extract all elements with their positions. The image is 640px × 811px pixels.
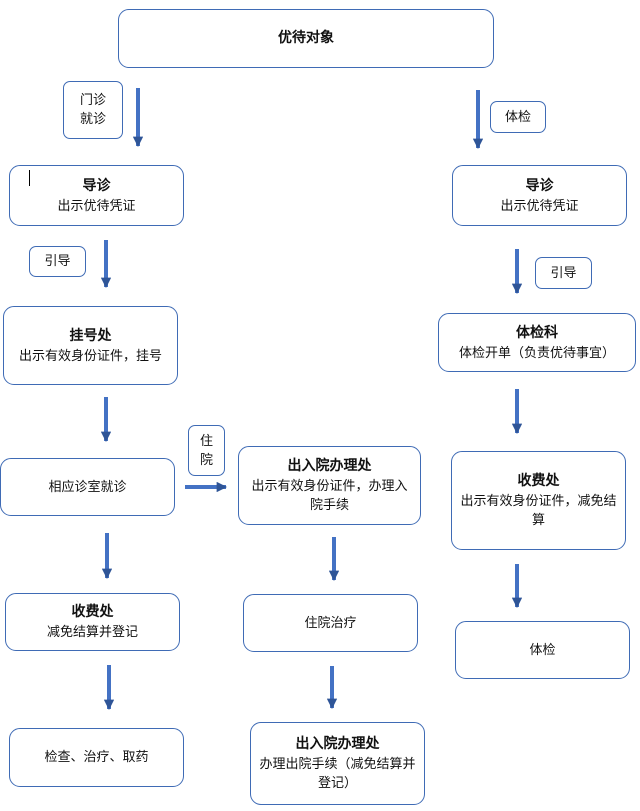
node-text: 出示优待凭证 bbox=[57, 198, 136, 214]
node-registration: 挂号处 出示有效身份证件，挂号 bbox=[3, 306, 178, 385]
node-inpatient: 住院治疗 bbox=[243, 594, 418, 652]
node-title: 优待对象 bbox=[278, 30, 334, 46]
node-text: 办理出院手续（减免结算并登记） bbox=[259, 757, 416, 791]
node-title: 出入院办理处 bbox=[287, 458, 372, 474]
node-exam-dept: 体检科 体检开单（负责优待事宜） bbox=[438, 313, 636, 372]
label-text: 引导 bbox=[550, 265, 577, 281]
label-text: 住院 bbox=[199, 433, 213, 468]
node-text: 检查、治疗、取药 bbox=[44, 750, 149, 765]
node-title: 导诊 bbox=[82, 177, 111, 194]
node-title: 体检科 bbox=[516, 324, 558, 341]
node-admission: 出入院办理处 出示有效身份证件，办理入院手续 bbox=[238, 446, 421, 525]
node-text: 体检 bbox=[529, 642, 556, 658]
node-title: 挂号处 bbox=[69, 327, 112, 344]
node-text: 体检开单（负责优待事宜） bbox=[458, 345, 615, 361]
label-outpatient: 门诊就诊 bbox=[63, 81, 123, 139]
node-title: 出入院办理处 bbox=[295, 736, 380, 752]
node-text: 住院治疗 bbox=[304, 615, 357, 631]
node-clinic: 相应诊室就诊 bbox=[0, 458, 175, 516]
node-left-cashier: 收费处 减免结算并登记 bbox=[5, 593, 180, 651]
node-text: 出示优待凭证 bbox=[500, 198, 579, 214]
node-text: 出示有效身份证件，减免结算 bbox=[460, 494, 617, 528]
label-hospitalize: 住院 bbox=[188, 425, 225, 476]
node-text: 相应诊室就诊 bbox=[48, 479, 127, 495]
node-title: 收费处 bbox=[517, 473, 560, 489]
node-treatment: 检查、治疗、取药 bbox=[9, 728, 184, 787]
node-text: 出示有效身份证件，办理入院手续 bbox=[251, 479, 408, 513]
node-exam-cashier: 收费处 出示有效身份证件，减免结算 bbox=[451, 451, 626, 550]
node-right-guide: 导诊 出示优待凭证 bbox=[452, 165, 627, 226]
node-left-guide: 导诊 出示优待凭证 bbox=[9, 165, 184, 226]
label-text: 引导 bbox=[44, 254, 71, 269]
node-preferential-target: 优待对象 bbox=[118, 9, 494, 68]
node-title: 导诊 bbox=[525, 177, 554, 194]
node-text: 出示有效身份证件，挂号 bbox=[18, 348, 162, 364]
node-discharge: 出入院办理处 办理出院手续（减免结算并登记） bbox=[250, 722, 425, 805]
label-guide-right: 引导 bbox=[535, 257, 592, 289]
label-text: 体检 bbox=[504, 109, 531, 125]
node-text: 减免结算并登记 bbox=[46, 625, 138, 640]
node-exam-final: 体检 bbox=[455, 621, 630, 679]
label-guide-left: 引导 bbox=[29, 246, 86, 277]
label-checkup: 体检 bbox=[490, 101, 546, 133]
node-title: 收费处 bbox=[71, 604, 114, 620]
label-text: 门诊就诊 bbox=[79, 93, 106, 127]
text-cursor bbox=[29, 170, 30, 186]
